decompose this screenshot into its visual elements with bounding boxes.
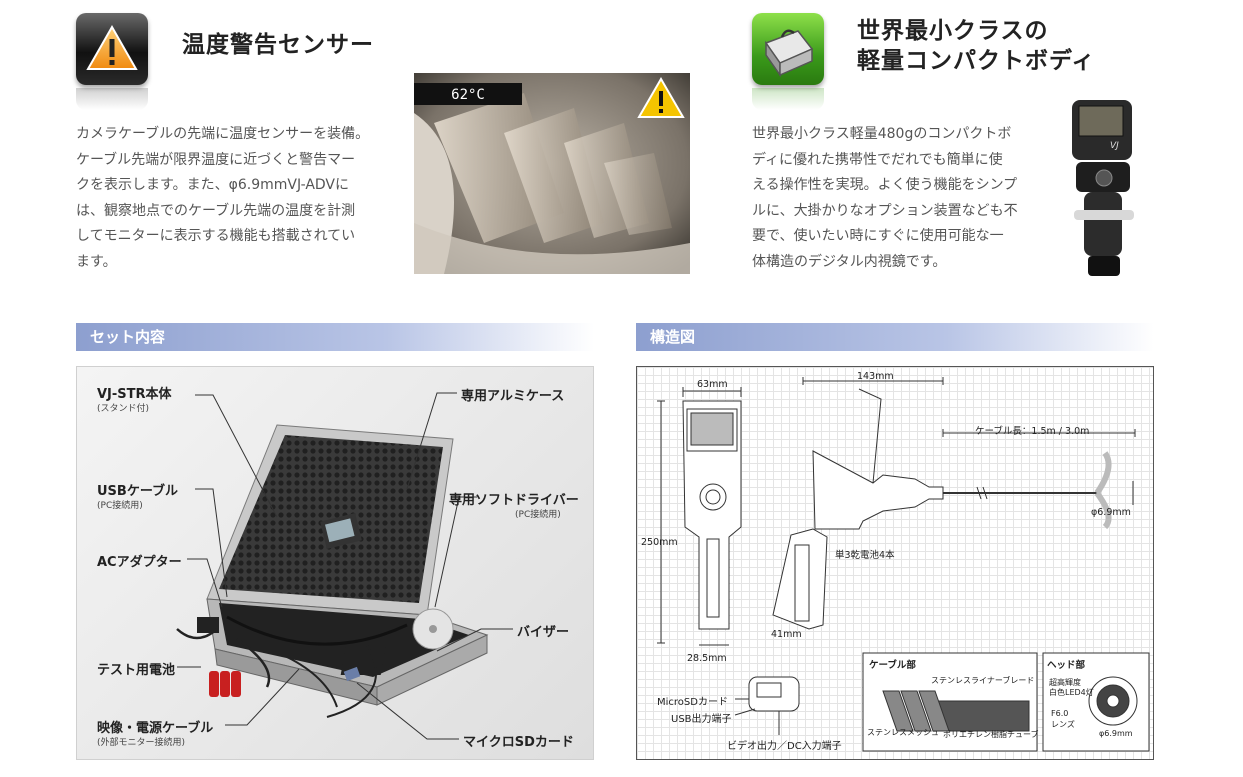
structure-diagram-panel: 63mm 143mm ケーブル長：1.5m / 3.0m 250mm φ6.9m… <box>636 366 1154 760</box>
dim-base-285: 28.5mm <box>687 653 727 664</box>
device-badge: VJ <box>1110 141 1119 151</box>
head-label-diameter: φ6.9mm <box>1099 729 1133 738</box>
item-sub-soft-driver: (PC接続用) <box>515 510 561 520</box>
briefcase-icon <box>764 29 814 78</box>
port-label-usb: USB出力端子 <box>671 714 732 725</box>
item-label-usb-cable: USBケーブル <box>97 484 179 499</box>
head-label-f60: F6.0 <box>1051 709 1069 718</box>
turbine-blades-image: 62°C <box>414 73 690 274</box>
item-label-video-power-cable: 映像・電源ケーブル <box>97 721 214 736</box>
text-line: ディに優れた携帯性でだれでも簡単に使 <box>752 151 1003 168</box>
dim-height-250: 250mm <box>641 537 678 548</box>
head-label-led2: 白色LED4灯 <box>1049 688 1094 697</box>
item-label-soft-driver: 専用ソフトドライバー <box>449 493 579 508</box>
dim-cable-length: ケーブル長：1.5m / 3.0m <box>975 426 1090 437</box>
dim-diameter: φ6.9mm <box>1091 507 1131 518</box>
text-line: ルに、大掛かりなオプション装置なども不 <box>752 202 1018 219</box>
warning-feature-icon <box>76 13 148 85</box>
item-label-main-unit: VJ-STR本体 <box>97 387 172 402</box>
item-sub-usb-cable: (PC接続用) <box>97 501 143 511</box>
battery-label: 単3乾電池4本 <box>835 550 895 561</box>
head-label-lens: レンズ <box>1051 720 1075 729</box>
text-line: える操作性を実現。よく使う機能をシンプ <box>752 177 1018 194</box>
head-box-title: ヘッド部 <box>1047 660 1086 671</box>
warning-triangle-icon <box>86 24 138 70</box>
feature-text-compact: 世界最小クラス軽量480gのコンパクトボ ディに優れた携帯性でだれでも簡単に使 … <box>752 122 1018 276</box>
dim-width-143: 143mm <box>857 371 894 382</box>
text-line: クを表示します。また、φ6.9mmVJ-ADVに <box>76 177 350 194</box>
text-line: は、観察地点でのケーブル先端の温度を計測 <box>76 202 356 219</box>
set-contents-illustration <box>176 392 513 740</box>
item-label-ac-adapter: ACアダプター <box>97 555 182 570</box>
text-line: 世界最小クラス軽量480gのコンパクトボ <box>752 126 1012 142</box>
icon-reflection <box>752 88 824 110</box>
compact-body-feature-icon <box>752 13 824 85</box>
feature-title-compact: 世界最小クラスの 軽量コンパクトボディ <box>857 16 1095 76</box>
cable-label-mesh: ステンレスメッシュ <box>867 728 939 737</box>
item-label-test-battery: テスト用電池 <box>97 663 176 678</box>
device-product-image: VJ <box>1072 100 1134 276</box>
title-line: 世界最小クラスの <box>857 18 1049 44</box>
text-line: ます。 <box>76 253 117 270</box>
feature-title-temperature: 温度警告センサー <box>182 32 374 58</box>
dim-grip-41: 41mm <box>771 629 802 640</box>
icon-reflection <box>76 88 148 110</box>
cable-label-tube: ポリエチレン樹脂チューブ <box>943 730 1039 739</box>
port-label-microsd: MicroSDカード <box>657 697 728 708</box>
cable-label-liner: ステンレスライナーブレード <box>931 676 1035 685</box>
feature-text-temperature: カメラケーブルの先端に温度センサーを装備。 ケーブル先端が限界温度に近づくと警告… <box>76 122 369 276</box>
text-line: 体構造のデジタル内視鏡です。 <box>752 253 947 270</box>
item-sub-main-unit: (スタンド付) <box>97 404 150 414</box>
text-line: してモニターに表示する機能も搭載されてい <box>76 228 356 245</box>
text-line: ケーブル先端が限界温度に近づくと警告マー <box>76 151 356 168</box>
item-label-aluminum-case: 専用アルミケース <box>461 389 565 404</box>
dim-width-63: 63mm <box>697 379 728 390</box>
item-label-visor: バイザー <box>517 625 570 640</box>
port-label-video-dc: ビデオ出力／DC入力端子 <box>727 741 842 752</box>
structure-drawing <box>657 377 1150 752</box>
section-header-set-contents: セット内容 <box>76 323 594 351</box>
text-line: 要で、使いたい時にすぐに使用可能な一 <box>752 228 1004 245</box>
head-label-led1: 超高輝度 <box>1049 678 1081 687</box>
temperature-readout: 62°C <box>451 87 485 103</box>
camera-view-photo: 62°C <box>414 73 690 274</box>
warning-triangle-icon <box>637 77 685 118</box>
cable-box-title: ケーブル部 <box>869 660 916 671</box>
item-sub-video-power-cable: (外部モニター接続用) <box>97 738 186 748</box>
text-line: カメラケーブルの先端に温度センサーを装備。 <box>76 126 370 142</box>
set-contents-panel: VJ-STR本体 (スタンド付) USBケーブル (PC接続用) ACアダプター… <box>76 366 594 760</box>
item-label-microsd: マイクロSDカード <box>463 735 574 750</box>
title-line: 軽量コンパクトボディ <box>857 48 1096 74</box>
section-header-structure: 構造図 <box>636 323 1154 351</box>
